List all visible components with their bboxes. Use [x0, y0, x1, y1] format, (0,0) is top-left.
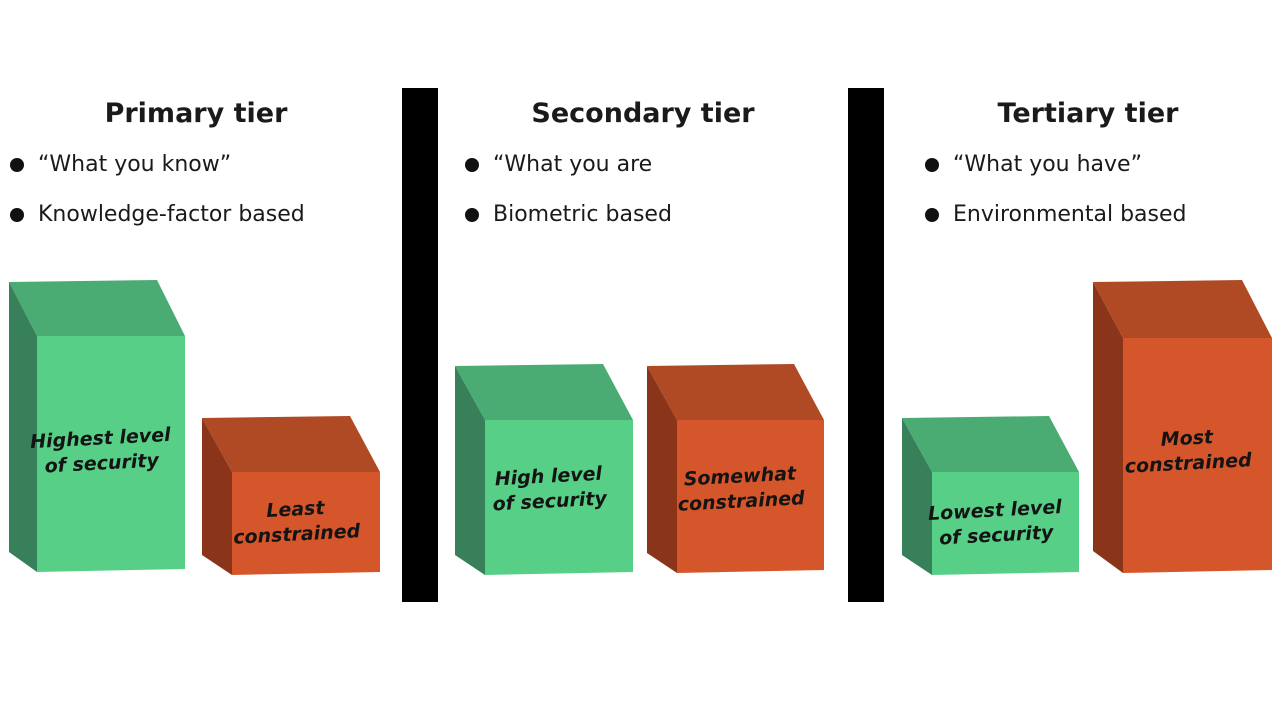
tier-divider [402, 88, 438, 602]
bullet-text: Environmental based [953, 202, 1187, 227]
bullet-dot-icon [925, 157, 939, 172]
block-top-face [455, 364, 633, 420]
bullet-item: Biometric based [465, 202, 672, 227]
tier-title: Primary tier [104, 98, 288, 129]
bullet-dot-icon [925, 207, 939, 222]
block-label: High levelof security [491, 462, 609, 515]
bullet-item: Knowledge-factor based [10, 202, 305, 227]
block-label-line: Least [266, 497, 326, 522]
block-front-face [37, 336, 185, 572]
bullet-text: Biometric based [493, 202, 672, 227]
bullet-item: “What you are [465, 152, 652, 177]
block-front-face [485, 420, 633, 575]
block-front-face [932, 472, 1079, 575]
block-top-face [902, 416, 1079, 472]
bullet-dot-icon [10, 157, 24, 172]
bullet-text: “What you have” [953, 152, 1142, 177]
bullet-text: Knowledge-factor based [38, 202, 305, 227]
block-side-face [9, 282, 37, 572]
block-front-face [1123, 338, 1272, 573]
block-side-face [902, 418, 932, 575]
tier-title: Tertiary tier [997, 98, 1179, 129]
block-side-face [202, 418, 232, 575]
block-front-face [677, 420, 824, 573]
bullet-text: “What you know” [38, 152, 232, 177]
bullet-dot-icon [465, 207, 479, 222]
bullet-item: Environmental based [925, 202, 1186, 227]
block-label-line: Most [1160, 426, 1214, 451]
block-front-face [232, 472, 380, 575]
bullet-item: “What you know” [10, 152, 231, 177]
block-top-face [202, 416, 380, 472]
bullet-text: “What you are [493, 152, 653, 177]
block-side-face [1093, 282, 1123, 573]
block-side-face [455, 366, 485, 575]
bullet-dot-icon [465, 157, 479, 172]
bullet-dot-icon [10, 207, 24, 222]
block-top-face [1093, 280, 1272, 338]
tier-title: Secondary tier [531, 98, 755, 129]
block-side-face [647, 366, 677, 573]
block-top-face [9, 280, 185, 336]
bullet-item: “What you have” [925, 152, 1142, 177]
block-top-face [647, 364, 824, 420]
tier-divider [848, 88, 884, 602]
